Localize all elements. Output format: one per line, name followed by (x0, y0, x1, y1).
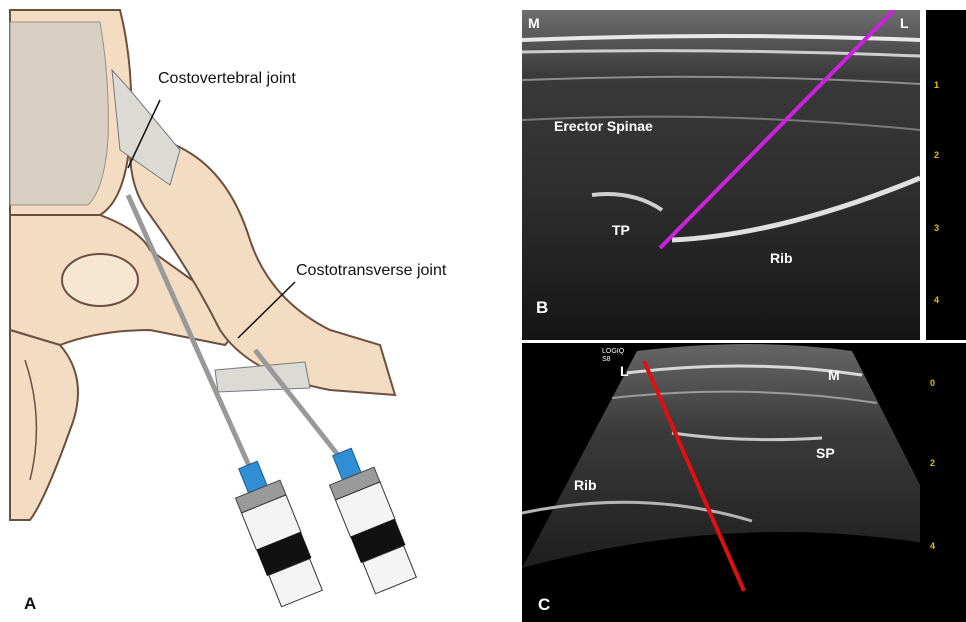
spinous-process (10, 330, 78, 520)
ultrasound-b-image (522, 10, 920, 340)
panel-a-label: A (24, 594, 36, 614)
panel-c-label: C (538, 595, 550, 615)
sector-field (522, 344, 952, 568)
tp-label: TP (612, 222, 630, 238)
probe-brand: LOGIQ S8 (602, 348, 622, 364)
orientation-right-b: L (900, 15, 909, 31)
orientation-left-c: L (620, 363, 629, 379)
sp-label: SP (816, 445, 835, 461)
spine-rib-drawing (0, 0, 520, 622)
depth-mark: 4 (930, 541, 935, 551)
rib-label-c: Rib (574, 477, 597, 493)
panel-b-label: B (536, 298, 548, 318)
anatomy-illustration: Costovertebral joint Costotransverse joi… (0, 0, 520, 622)
depth-mark: 2 (930, 458, 935, 468)
vertebral-body-cancellous (10, 22, 108, 205)
syringe-1 (226, 456, 324, 607)
depth-scale-b: 1 2 3 4 (926, 10, 966, 340)
depth-mark: 0 (930, 378, 935, 388)
depth-mark: 2 (934, 150, 939, 160)
orientation-right-c: M (828, 367, 840, 383)
depth-mark: 1 (934, 80, 939, 90)
syringe-2 (320, 443, 418, 594)
spinal-canal (62, 254, 138, 306)
depth-mark: 4 (934, 295, 939, 305)
depth-scale-c: 0 2 4 (920, 343, 966, 622)
costotransverse-ligament (215, 362, 310, 392)
costotransverse-annotation: Costotransverse joint (296, 262, 446, 280)
ultrasound-panel-c: LOGIQ S8 L M SP Rib C (522, 343, 962, 622)
orientation-left-b: M (528, 15, 540, 31)
rib-label-b: Rib (770, 250, 793, 266)
ultrasound-panel-b: M L Erector Spinae TP Rib B (522, 10, 920, 340)
depth-mark: 3 (934, 223, 939, 233)
costovertebral-annotation: Costovertebral joint (158, 70, 296, 88)
erector-spinae-label: Erector Spinae (554, 118, 653, 134)
